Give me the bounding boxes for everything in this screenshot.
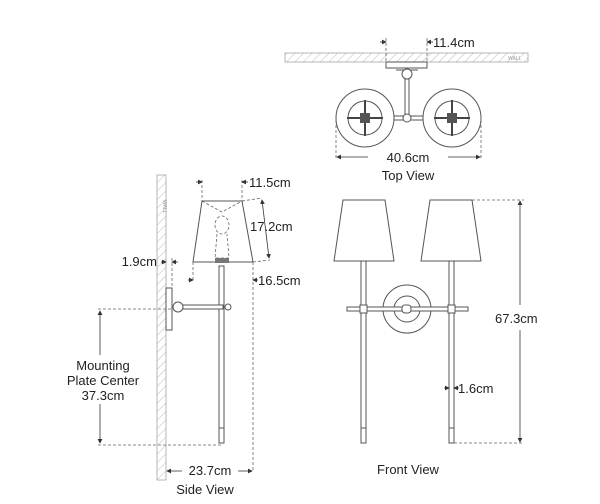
side-stem (218, 265, 225, 444)
top-view: WALL 11.4cm 40.6cm Top (284, 35, 529, 183)
wall-band (156, 174, 167, 481)
extension-label: 23.7cm (189, 463, 232, 478)
stem-width-label: 1.6cm (458, 381, 493, 396)
right-shade (420, 199, 482, 262)
plate-offset-label: 1.9cm (122, 254, 157, 269)
mounting-label-line2: Plate Center (67, 373, 140, 388)
shade-bottom-label: 16.5cm (258, 273, 301, 288)
left-shade (333, 199, 395, 262)
width-label: 40.6cm (387, 150, 430, 165)
right-stem (448, 260, 455, 444)
right-shade-top (422, 88, 482, 148)
depth-label: 11.4cm (433, 35, 475, 50)
mounting-plate (385, 61, 428, 69)
mounting-value: 37.3cm (82, 388, 125, 403)
side-view: WALL 11.5cm 17.2cm 16.5cm 1.9cm Mou (67, 174, 301, 497)
shade-top-label: 11.5cm (249, 175, 291, 190)
front-view-title: Front View (377, 462, 440, 477)
wall-band (284, 52, 529, 63)
top-view-title: Top View (382, 168, 435, 183)
shade-height-label: 17.2cm (250, 219, 293, 234)
height-label: 67.3cm (495, 311, 538, 326)
wall-label: WALL (508, 56, 522, 62)
side-view-title: Side View (176, 482, 234, 497)
side-shade (192, 200, 254, 263)
mounting-label-line1: Mounting (76, 358, 129, 373)
front-view: 67.3cm 1.6cm Front View (333, 199, 538, 477)
wall-label: WALL (161, 200, 167, 214)
left-stem (360, 260, 367, 444)
left-shade-top (335, 88, 395, 148)
